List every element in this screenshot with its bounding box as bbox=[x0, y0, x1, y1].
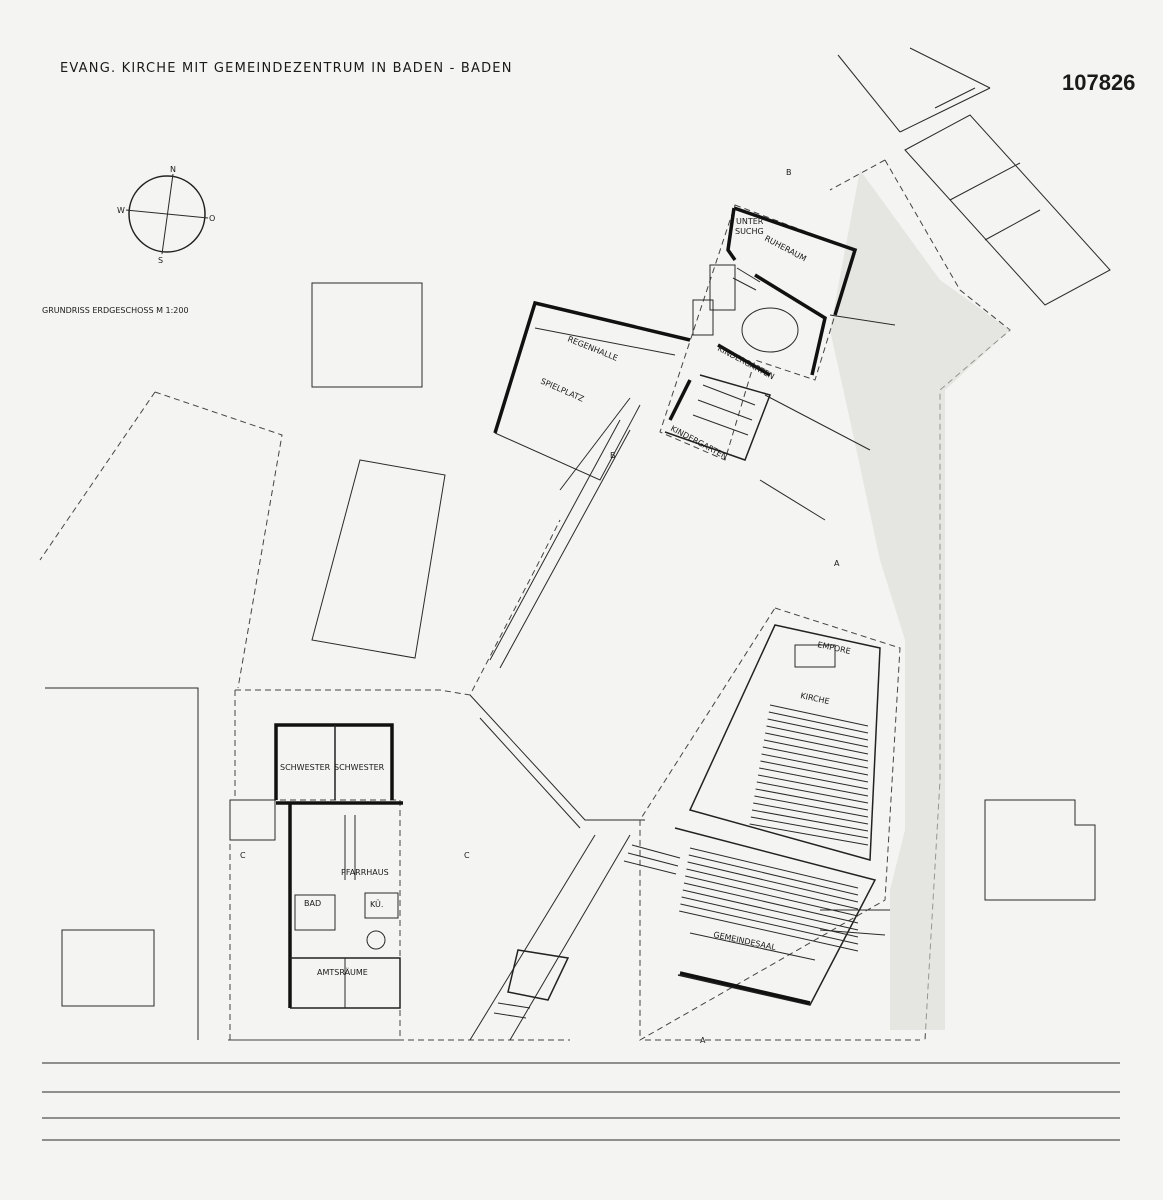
pew-line bbox=[757, 774, 869, 797]
room-empore: EMPORE bbox=[817, 640, 852, 656]
pew-line bbox=[766, 725, 869, 748]
room-schwester-1: SCHWESTER bbox=[280, 763, 331, 772]
pew-line bbox=[759, 767, 869, 790]
pew-line bbox=[768, 711, 869, 734]
pew-line bbox=[767, 718, 869, 741]
room-untersuch-line2: SUCHG bbox=[735, 227, 764, 236]
room-kirche: KIRCHE bbox=[800, 691, 831, 706]
pfarrhaus-building bbox=[229, 723, 403, 1041]
room-kueche: KÜ. bbox=[370, 899, 383, 909]
section-marker-c-left: C bbox=[240, 851, 246, 860]
pew-line bbox=[683, 882, 859, 924]
compass-icon bbox=[125, 173, 209, 255]
room-kindergarten-lower: KINDERGARTEN bbox=[669, 424, 729, 462]
pew-line bbox=[686, 868, 859, 910]
pew-line bbox=[685, 875, 859, 917]
pew-line bbox=[751, 809, 869, 832]
pew-line bbox=[753, 802, 869, 825]
street-lines bbox=[42, 1062, 1120, 1141]
section-marker-b-top: B bbox=[786, 168, 792, 177]
pew-line bbox=[687, 861, 859, 903]
section-marker-a-top: A bbox=[834, 559, 840, 568]
compass-east: O bbox=[209, 214, 215, 223]
pew-line bbox=[765, 732, 869, 755]
compass-south: S bbox=[158, 256, 163, 265]
kindergarten-complex bbox=[659, 204, 858, 461]
plan-subtitle: GRUNDRISS ERDGESCHOSS M 1:200 bbox=[42, 306, 189, 315]
pew-line bbox=[755, 788, 869, 811]
room-kindergarten-upper: KINDERGARTEN bbox=[716, 344, 776, 382]
pew-line bbox=[681, 896, 859, 938]
entrance-steps bbox=[493, 844, 681, 1019]
pew-line bbox=[761, 753, 869, 776]
section-marker-a-bottom: A bbox=[700, 1036, 706, 1045]
regenhalle-area bbox=[493, 300, 691, 491]
pew-line bbox=[762, 746, 869, 769]
tree-area bbox=[830, 170, 1010, 1030]
pew-line bbox=[754, 795, 869, 818]
room-untersuch-line1: UNTER bbox=[736, 217, 764, 226]
section-marker-c-right: C bbox=[464, 851, 470, 860]
neighbour-buildings-west bbox=[39, 282, 1096, 1040]
pew-line bbox=[682, 889, 859, 931]
sheet-number: 107826 bbox=[1062, 70, 1135, 95]
church-building bbox=[639, 607, 901, 1041]
pew-line bbox=[750, 816, 869, 839]
room-pfarrhaus: PFARRHAUS bbox=[341, 868, 389, 877]
walkways bbox=[469, 314, 896, 1041]
section-marker-b-bottom: B bbox=[610, 451, 616, 460]
neighbour-buildings-north bbox=[837, 47, 1111, 306]
pew-line bbox=[763, 739, 869, 762]
pew-line bbox=[756, 781, 869, 804]
room-amtsraeume: AMTSRÄUME bbox=[317, 967, 368, 977]
room-schwester-2: SCHWESTER bbox=[334, 763, 385, 772]
pew-line bbox=[679, 910, 859, 952]
pew-line bbox=[760, 760, 869, 783]
church-pews bbox=[749, 704, 869, 846]
room-gemeindesaal: GEMEINDESAAL bbox=[713, 930, 778, 952]
pew-line bbox=[680, 903, 859, 945]
room-spielplatz: SPIELPLATZ bbox=[539, 377, 586, 404]
hall-pews bbox=[679, 847, 859, 952]
pew-line bbox=[769, 704, 869, 727]
pew-line bbox=[689, 847, 859, 889]
room-ruheraum: RUHERAUM bbox=[763, 234, 808, 264]
pew-line bbox=[688, 854, 859, 896]
room-bad: BAD bbox=[304, 899, 321, 908]
pew-line bbox=[749, 823, 869, 846]
compass-north: N bbox=[170, 165, 176, 174]
drawing-title: EVANG. KIRCHE MIT GEMEINDEZENTRUM IN BAD… bbox=[60, 61, 513, 76]
compass-west: W bbox=[117, 206, 125, 215]
